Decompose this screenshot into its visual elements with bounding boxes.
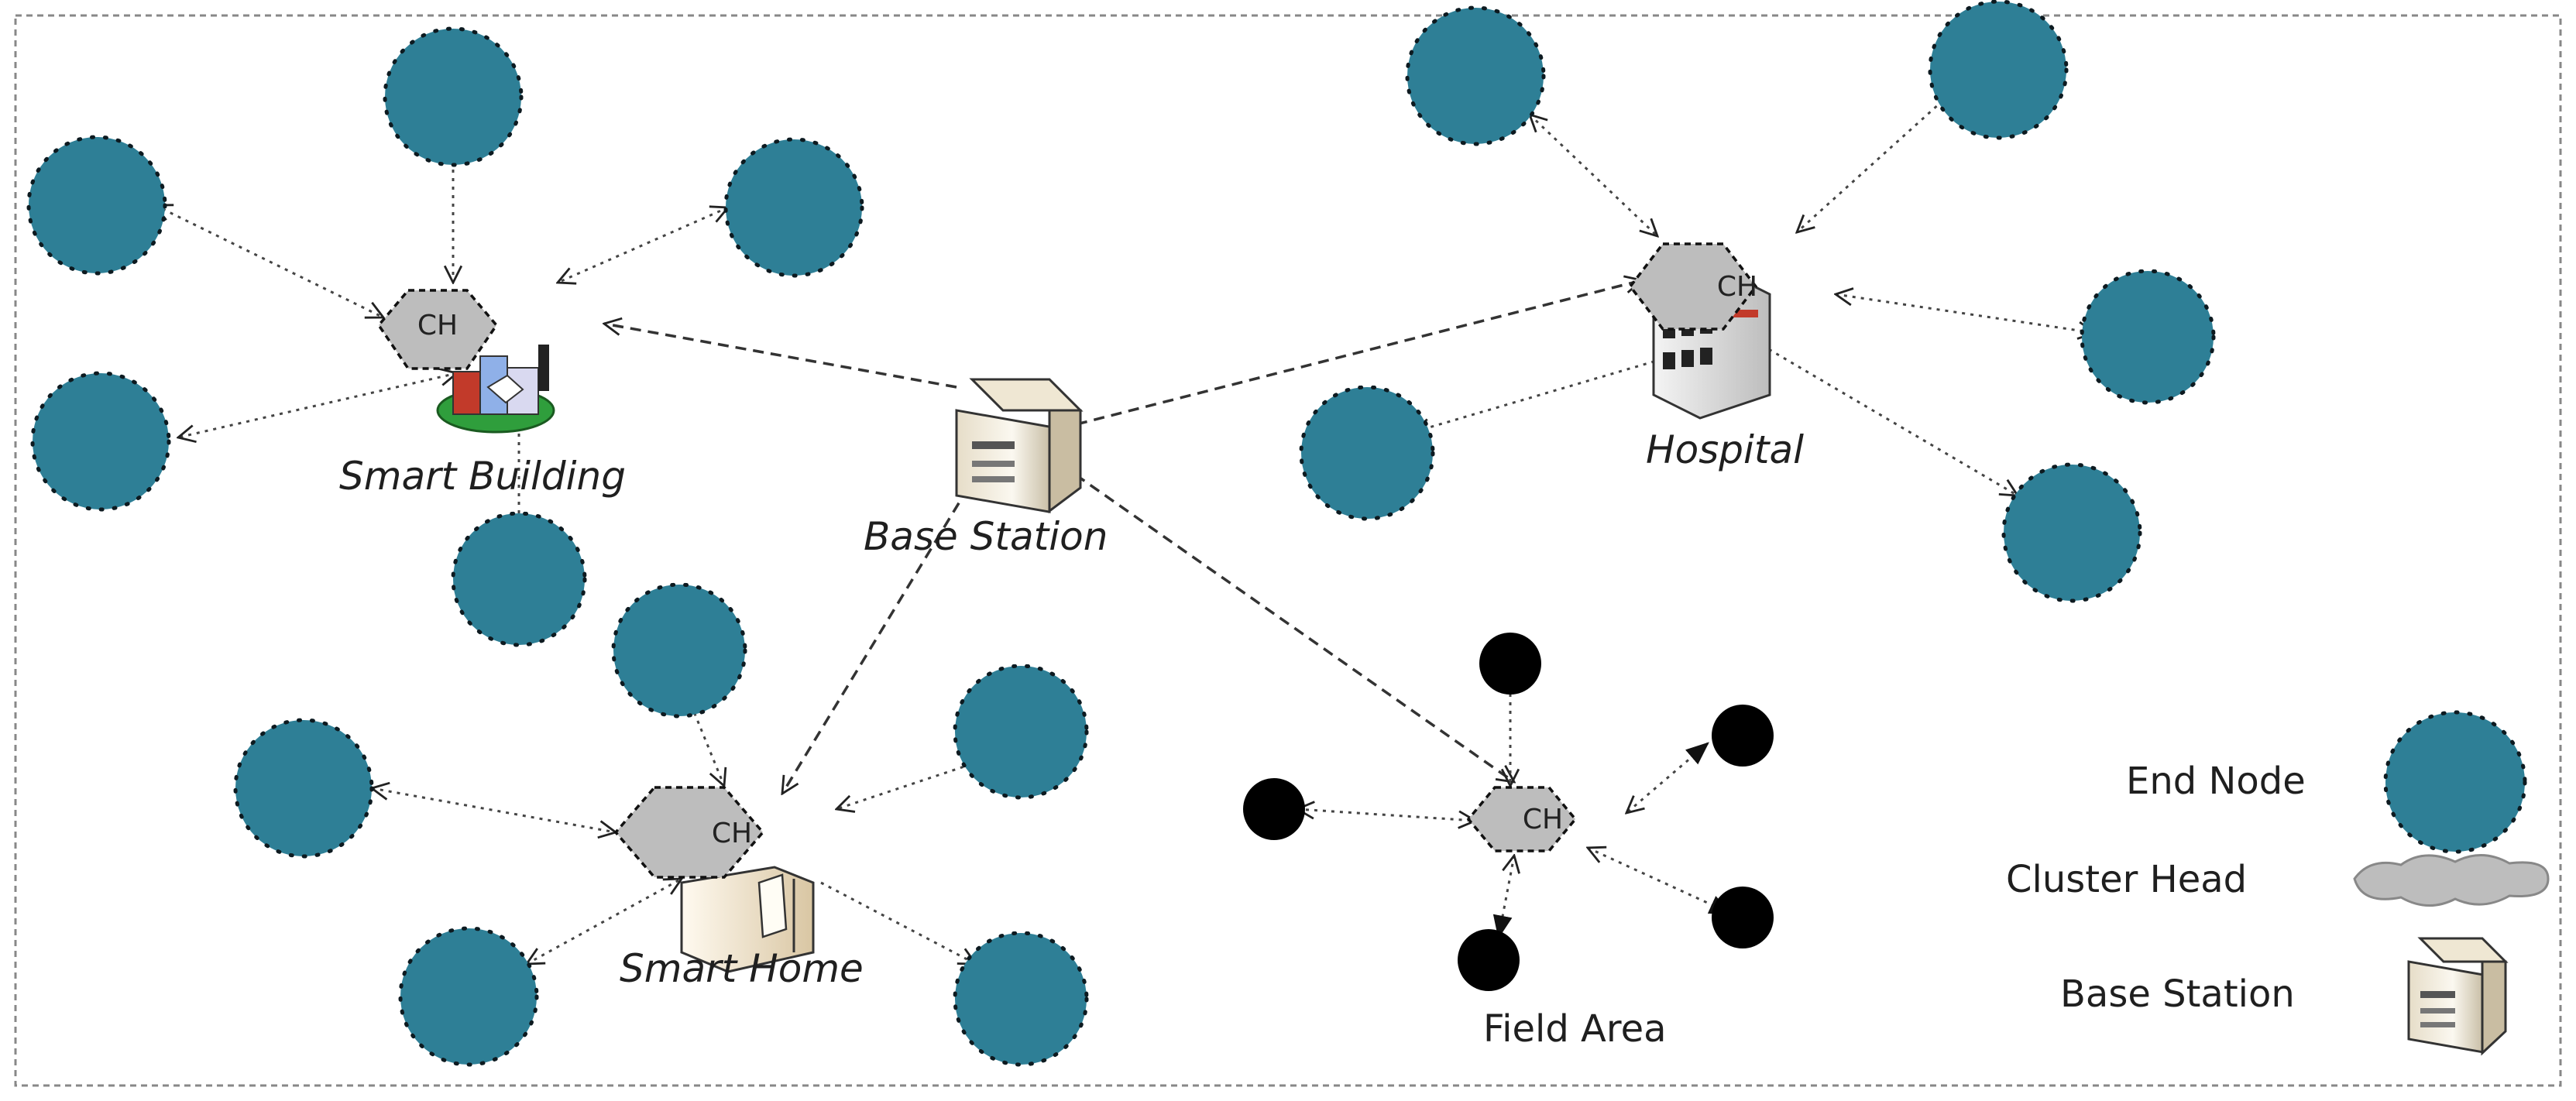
end-node bbox=[2001, 462, 2142, 603]
legend: End Node Cluster Head Base Station bbox=[2006, 710, 2550, 1056]
end-node bbox=[953, 664, 1089, 800]
cluster-head-hospital bbox=[1628, 242, 1758, 331]
sensor-node bbox=[1712, 887, 1774, 948]
legend-end-node-icon bbox=[2383, 710, 2527, 854]
cluster-field-area: CH Field Area bbox=[1243, 633, 1774, 1051]
sensor-node bbox=[1712, 705, 1774, 767]
end-node bbox=[1299, 385, 1435, 521]
cluster-head-field bbox=[1466, 786, 1578, 852]
cluster-smart-home: CH Smart Home bbox=[613, 786, 864, 991]
sensor-node bbox=[1243, 778, 1305, 840]
ch-label-hospital: CH bbox=[1717, 271, 1757, 303]
server-tower-icon bbox=[955, 378, 1084, 513]
end-node bbox=[723, 137, 864, 278]
ch-label-home: CH bbox=[712, 818, 752, 849]
field-links bbox=[1297, 685, 1731, 937]
bs-links bbox=[604, 280, 1642, 794]
city-buildings-icon bbox=[436, 345, 555, 434]
diagram-frame bbox=[14, 14, 2562, 1087]
end-node bbox=[1405, 5, 1546, 146]
base-station: Base Station bbox=[864, 378, 1108, 559]
label-field-area: Field Area bbox=[1483, 1007, 1667, 1051]
end-node bbox=[953, 931, 1089, 1067]
sensor-node bbox=[1458, 929, 1520, 991]
link-bs-hospital bbox=[1076, 280, 1642, 426]
end-node bbox=[1928, 0, 2069, 140]
end-nodes bbox=[26, 0, 2216, 1067]
cluster-head-home bbox=[613, 786, 765, 879]
end-node bbox=[30, 371, 171, 512]
end-node bbox=[383, 26, 524, 167]
end-node bbox=[611, 582, 747, 719]
ch-label-field: CH bbox=[1523, 804, 1563, 835]
end-node bbox=[2080, 269, 2216, 405]
legend-base-station-label: Base Station bbox=[2060, 972, 2295, 1016]
label-hospital: Hospital bbox=[1646, 427, 1804, 472]
legend-cluster-head-label: Cluster Head bbox=[2006, 858, 2247, 901]
label-smart-building: Smart Building bbox=[339, 454, 626, 499]
end-node bbox=[26, 135, 167, 276]
end-node bbox=[233, 718, 374, 859]
legend-end-node-label: End Node bbox=[2126, 760, 2306, 803]
cluster-head-building bbox=[376, 289, 499, 370]
cluster-smart-building: CH Smart Building bbox=[339, 289, 626, 499]
house-icon bbox=[680, 866, 815, 973]
link-bs-home bbox=[782, 487, 970, 794]
link-bs-field bbox=[1060, 463, 1514, 782]
node-links bbox=[155, 89, 2095, 964]
sensor-node bbox=[1479, 633, 1541, 695]
cluster-hospital: CH Hospital bbox=[1628, 242, 1804, 472]
legend-server-tower-icon bbox=[2407, 937, 2509, 1056]
label-base-station: Base Station bbox=[864, 514, 1108, 559]
end-node bbox=[398, 926, 539, 1067]
end-node bbox=[451, 511, 587, 647]
label-smart-home: Smart Home bbox=[620, 946, 864, 991]
ch-label-building: CH bbox=[417, 310, 458, 341]
link-bs-building bbox=[604, 324, 957, 389]
legend-cluster-head-icon bbox=[2353, 854, 2550, 907]
